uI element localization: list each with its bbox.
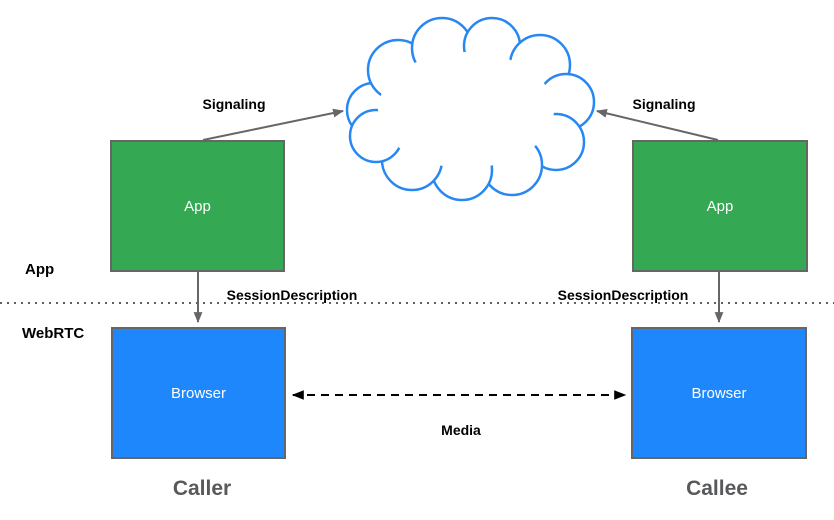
app-layer-label: App bbox=[25, 261, 55, 278]
signaling-arrow-left bbox=[202, 108, 345, 141]
sessiondescription-left-label: SessionDescription bbox=[226, 287, 358, 303]
sessiondescription-right-label: SessionDescription bbox=[557, 287, 689, 303]
media-label: Media bbox=[441, 422, 481, 438]
caller-app-label: App bbox=[184, 197, 211, 215]
webrtc-layer-label: WebRTC bbox=[22, 325, 85, 342]
caller-browser-label: Browser bbox=[170, 384, 226, 402]
signaling-cloud bbox=[345, 16, 596, 202]
callee-caption: Callee bbox=[686, 477, 748, 500]
signaling-right-label: Signaling bbox=[632, 96, 696, 112]
callee-browser-label: Browser bbox=[691, 384, 747, 402]
caller-browser-box: Browser bbox=[111, 327, 286, 459]
caller-app-box: App bbox=[110, 140, 285, 272]
signaling-arrow-right bbox=[595, 109, 719, 141]
callee-app-box: App bbox=[632, 140, 808, 272]
signaling-left-label: Signaling bbox=[202, 96, 266, 112]
callee-app-label: App bbox=[706, 197, 734, 215]
caller-caption: Caller bbox=[172, 477, 232, 500]
callee-browser-box: Browser bbox=[631, 327, 807, 459]
